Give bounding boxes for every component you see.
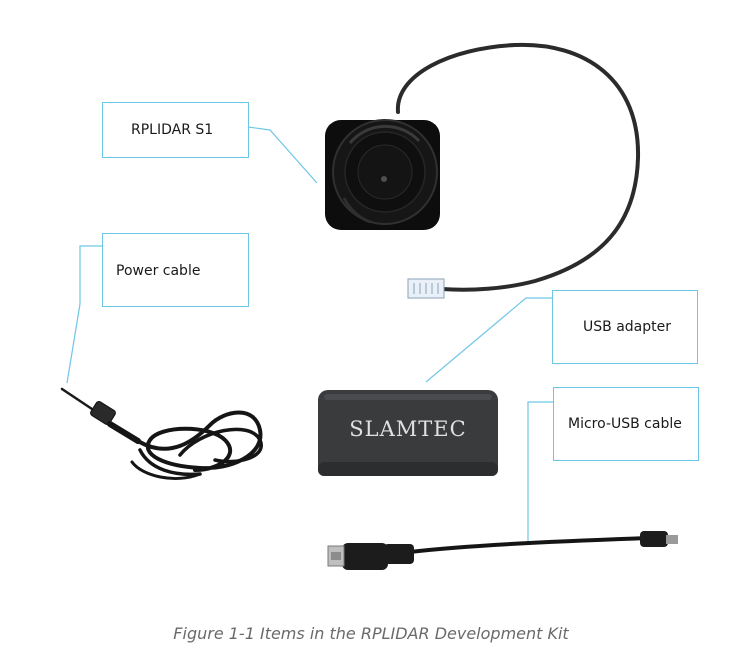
label-micro-usb-cable: Micro-USB cable — [568, 416, 682, 432]
label-box-micro-usb-cable: Micro-USB cable — [553, 387, 699, 461]
rplidar-connector — [407, 278, 445, 299]
callout-line-usb-adapter — [425, 297, 552, 383]
usb-adapter-device: SLAMTEC — [318, 390, 498, 476]
callout-lines — [66, 126, 553, 544]
label-usb-adapter: USB adapter — [583, 319, 671, 335]
callout-line-power-cable — [66, 245, 102, 384]
rplidar-s1-device — [325, 119, 440, 230]
label-power-cable: Power cable — [116, 263, 201, 279]
callout-line-micro-usb — [527, 401, 553, 544]
label-box-rplidar: RPLIDAR S1 — [102, 102, 249, 158]
power-cable — [60, 387, 263, 480]
usb-adapter-brand: SLAMTEC — [349, 417, 466, 441]
label-box-power-cable: Power cable — [102, 233, 249, 307]
rplidar-cable — [395, 42, 641, 292]
figure-caption: Figure 1-1 Items in the RPLIDAR Developm… — [173, 624, 569, 643]
label-rplidar: RPLIDAR S1 — [131, 122, 214, 138]
micro-usb-cable — [327, 531, 678, 570]
label-box-usb-adapter: USB adapter — [552, 290, 698, 364]
callout-line-rplidar — [247, 126, 318, 184]
